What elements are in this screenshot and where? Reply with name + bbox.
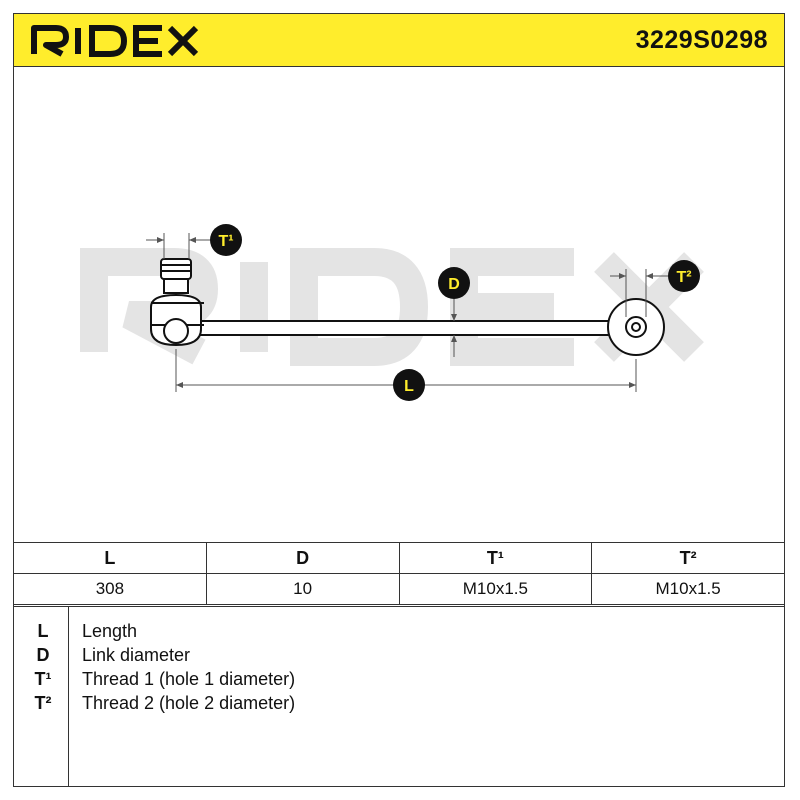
ridex-logo [31, 25, 199, 57]
specs-table: L D T¹ T² 308 10 M10x1.5 M10x1.5 [13, 542, 785, 605]
specs-value-row: 308 10 M10x1.5 M10x1.5 [13, 573, 785, 605]
specs-header-row: L D T¹ T² [13, 542, 785, 574]
legend-key: T¹ [34, 669, 52, 689]
legend-row-l: L Length [14, 621, 774, 645]
dimension-arrows [157, 237, 653, 388]
specs-header-t2: T² [591, 542, 785, 574]
specs-header-d: D [205, 542, 400, 574]
legend-key: L [37, 621, 49, 641]
svg-text:D: D [448, 276, 460, 293]
legend-text: Length [82, 621, 138, 641]
technical-drawing: T¹ T² D L [80, 224, 704, 401]
legend-text: Thread 1 (hole 1 diameter) [82, 669, 296, 689]
specs-value-d: 10 [205, 573, 400, 605]
legend-row-t2: T² Thread 2 (hole 2 diameter) [14, 693, 774, 717]
specs-value-l: 308 [13, 573, 207, 605]
specs-header-l: L [13, 542, 207, 574]
legend-row-d: D Link diameter [14, 645, 774, 669]
label-l: L [393, 369, 425, 401]
legend-box: L Length D Link diameter T¹ Thread 1 (ho… [13, 606, 785, 787]
legend-text: Thread 2 (hole 2 diameter) [82, 693, 296, 713]
legend-text: Link diameter [82, 645, 191, 665]
legend-divider [68, 607, 69, 786]
specs-value-t2: M10x1.5 [591, 573, 785, 605]
svg-text:L: L [404, 378, 414, 395]
specs-header-t1: T¹ [398, 542, 593, 574]
label-t1: T¹ [210, 224, 242, 256]
stabilizer-link [150, 258, 665, 356]
svg-text:T¹: T¹ [218, 233, 233, 250]
legend-row-t1: T¹ Thread 1 (hole 1 diameter) [14, 669, 774, 693]
svg-text:T²: T² [676, 269, 691, 286]
legend-key: T² [34, 693, 52, 713]
part-number: 3229S0298 [635, 26, 768, 54]
label-d: D [438, 267, 470, 299]
specs-value-t1: M10x1.5 [398, 573, 593, 605]
header-bar: 3229S0298 [13, 13, 785, 67]
legend-key: D [36, 645, 50, 665]
label-t2: T² [668, 260, 700, 292]
